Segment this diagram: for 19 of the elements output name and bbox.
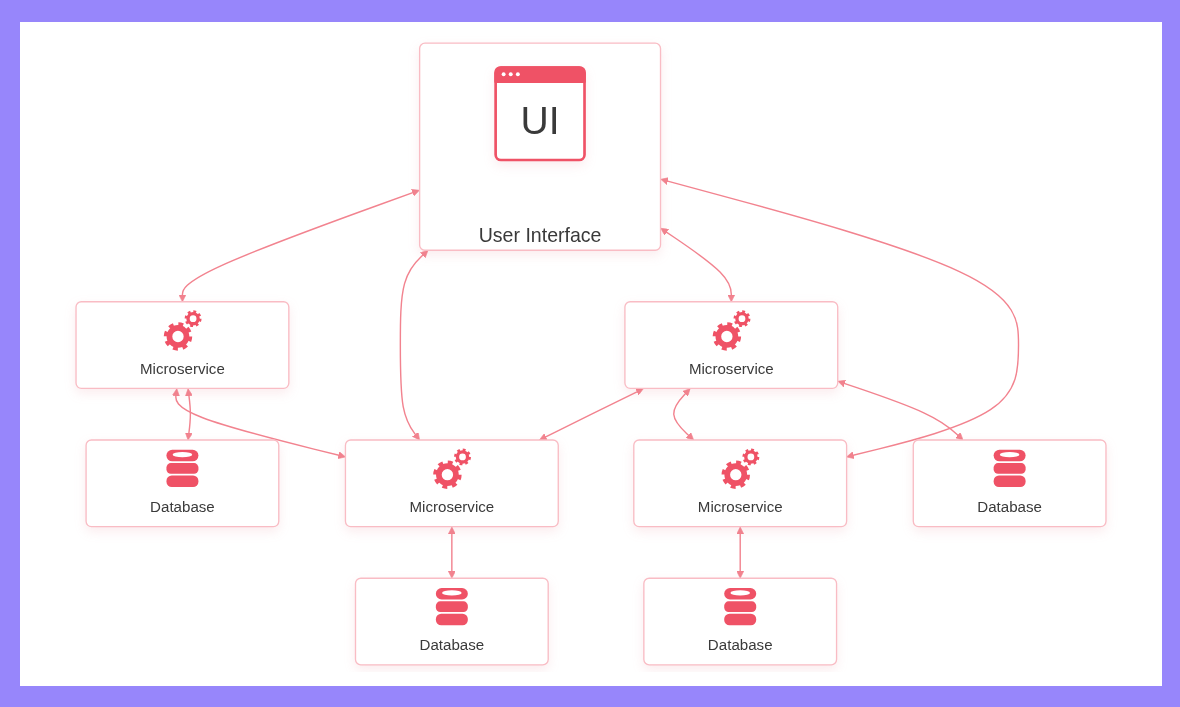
arrow (447, 526, 456, 579)
arrow (660, 177, 1020, 459)
arrow (660, 227, 736, 303)
node-box: Database (643, 577, 838, 666)
arrow (673, 388, 694, 441)
node-box: Microservice (344, 439, 559, 528)
arrow (539, 388, 644, 441)
node-box: Microservice (75, 301, 290, 390)
node-box: Database (354, 577, 549, 666)
node-box: Microservice (624, 301, 839, 390)
node-box: Microservice (633, 439, 848, 528)
node-box: Database (912, 439, 1107, 528)
arrow (172, 388, 346, 459)
arrow (736, 526, 745, 579)
arrow (185, 388, 193, 441)
node-box: Database (85, 439, 280, 528)
arrow (837, 379, 964, 441)
arrow (178, 189, 420, 303)
arrow (399, 250, 429, 441)
